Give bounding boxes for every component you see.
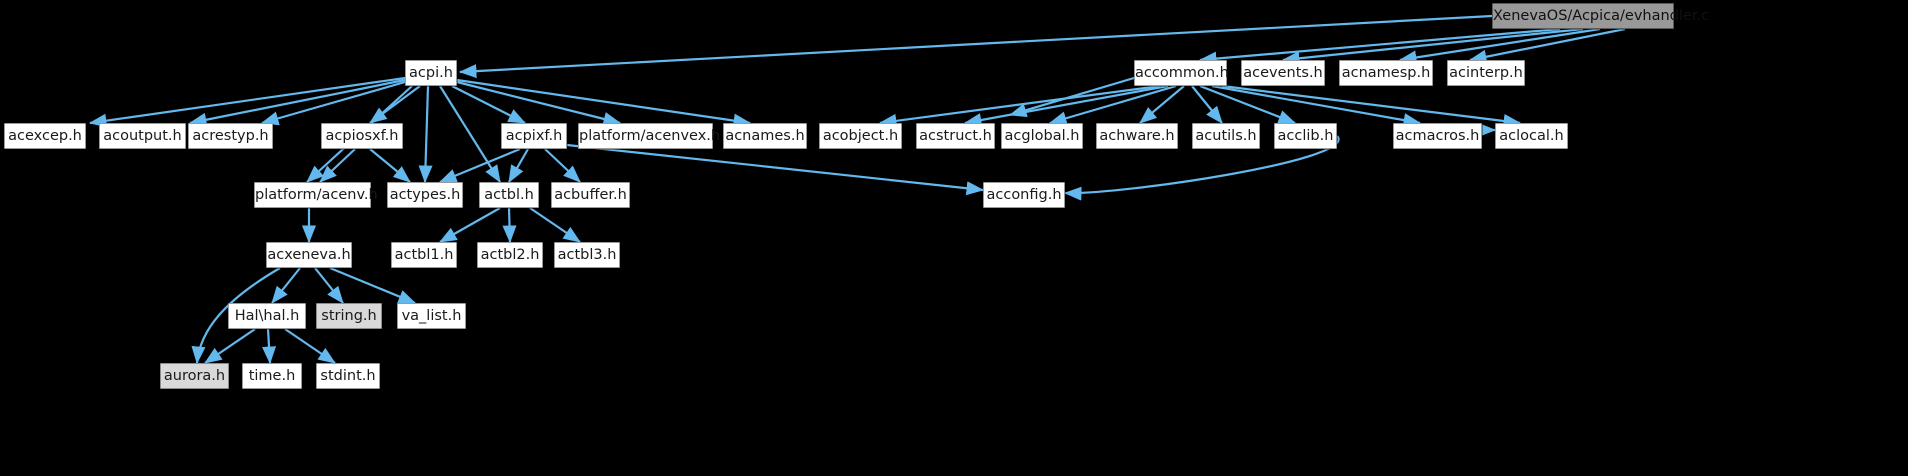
edge-accommon-to-aclocal	[1221, 84, 1522, 128]
edge-acpi-to-acpiosxf	[369, 85, 421, 124]
graph-node-acxeneva[interactable]: acxeneva.h	[266, 242, 352, 268]
graph-node-acutils[interactable]: acutils.h	[1192, 123, 1260, 149]
graph-node-actypes[interactable]: actypes.h	[387, 182, 463, 208]
edge-acxeneva-to-valist	[329, 266, 417, 305]
graph-node-acclib[interactable]: acclib.h	[1274, 123, 1337, 149]
graph-node-acmacros[interactable]: acmacros.h	[1393, 123, 1482, 149]
edge-acpi-to-acpixf	[451, 85, 526, 124]
graph-node-acpiosxf[interactable]: acpiosxf.h	[321, 123, 403, 149]
graph-node-acoutput[interactable]: acoutput.h	[99, 123, 186, 149]
graph-node-accommon[interactable]: accommon.h	[1134, 60, 1229, 86]
edge-acpi-to-acnames	[456, 78, 752, 128]
graph-node-acpixf[interactable]: acpixf.h	[501, 123, 567, 149]
edge-accommon-to-achware	[1139, 85, 1185, 124]
edge-acpi-to-actbl	[439, 85, 501, 183]
edge-acpixf-to-acbuffer	[544, 148, 581, 183]
graph-node-acglobal[interactable]: acglobal.h	[1001, 123, 1083, 149]
edge-root-to-acpi	[458, 14, 1493, 79]
graph-node-time[interactable]: time.h	[242, 363, 302, 389]
edge-acpi-to-acexcep	[88, 76, 406, 128]
graph-node-acnamesp[interactable]: acnamesp.h	[1339, 60, 1433, 86]
graph-node-acpi[interactable]: acpi.h	[405, 60, 457, 86]
graph-node-acexcep[interactable]: acexcep.h	[4, 123, 86, 149]
edge-root-to-accommon	[1198, 27, 1561, 66]
edge-acpiosxf-to-acenv	[319, 148, 356, 183]
graph-node-valist[interactable]: va_list.h	[397, 303, 466, 329]
graph-node-acinterp[interactable]: acinterp.h	[1447, 60, 1525, 86]
edge-root-to-acnamesp	[1398, 27, 1601, 65]
graph-node-acnames[interactable]: acnames.h	[723, 123, 807, 149]
edge-accommon-to-acutils	[1191, 85, 1223, 124]
edge-acxeneva-to-string	[314, 267, 344, 304]
edge-acpiosxf-to-actypes	[369, 148, 411, 183]
edge-root-to-acinterp	[1468, 27, 1626, 64]
edge-acpi-to-actypes	[418, 85, 433, 184]
graph-node-aurora[interactable]: aurora.h	[160, 363, 229, 389]
edge-accommon-to-acclib	[1199, 84, 1297, 125]
graph-node-achware[interactable]: achware.h	[1096, 123, 1178, 149]
edge-actbl-to-actbl3	[529, 207, 581, 243]
edge-acpixf-to-actypes	[438, 147, 521, 184]
graph-node-root[interactable]: XenevaOS/Acpica/evhandler.c	[1492, 3, 1709, 29]
edge-actbl-to-actbl1	[439, 207, 501, 243]
graph-node-acenv[interactable]: platform/acenv.h	[254, 182, 378, 208]
edge-root-to-acevents	[1281, 27, 1584, 66]
graph-node-string[interactable]: string.h	[316, 303, 382, 329]
edge-acxeneva-to-hal	[271, 267, 301, 304]
graph-node-hal[interactable]: Hal\hal.h	[228, 303, 306, 329]
edge-accommon-to-acobject	[878, 84, 1161, 128]
graph-node-actbl[interactable]: actbl.h	[479, 182, 539, 208]
graph-node-actbl2[interactable]: actbl2.h	[477, 242, 543, 268]
graph-node-aclocal[interactable]: aclocal.h	[1495, 123, 1568, 149]
edge-actbl-to-actbl2	[502, 207, 517, 244]
edge-accommon-to-acstruct	[963, 84, 1169, 127]
edge-acpi-to-acenvex	[456, 80, 622, 126]
edge-acpi-to-acoutput	[188, 78, 406, 127]
edge-accommon-to-acglobal	[1048, 84, 1177, 126]
graph-node-actbl1[interactable]: actbl1.h	[391, 242, 457, 268]
graph-node-acobject[interactable]: acobject.h	[819, 123, 902, 149]
graph-node-acevents[interactable]: acevents.h	[1241, 60, 1325, 86]
edge-acpi-to-acrestyp	[260, 80, 406, 126]
graph-node-stdint[interactable]: stdint.h	[316, 363, 380, 389]
graph-node-acbuffer[interactable]: acbuffer.h	[551, 182, 630, 208]
edge-hal-to-time	[262, 328, 277, 365]
graph-node-actbl3[interactable]: actbl3.h	[554, 242, 620, 268]
graph-node-acrestyp[interactable]: acrestyp.h	[188, 123, 273, 149]
edge-acpixf-to-actbl	[508, 148, 529, 183]
graph-node-acenvex[interactable]: platform/acenvex.h	[578, 123, 720, 149]
edge-accommon-to-acconfig	[1008, 76, 1135, 118]
graph-node-acconfig[interactable]: acconfig.h	[983, 182, 1065, 208]
edge-accommon-to-acmacros	[1211, 84, 1422, 128]
graph-node-acstruct[interactable]: acstruct.h	[916, 123, 995, 149]
edge-hal-to-aurora	[204, 328, 256, 364]
edge-hal-to-stdint	[284, 328, 336, 364]
